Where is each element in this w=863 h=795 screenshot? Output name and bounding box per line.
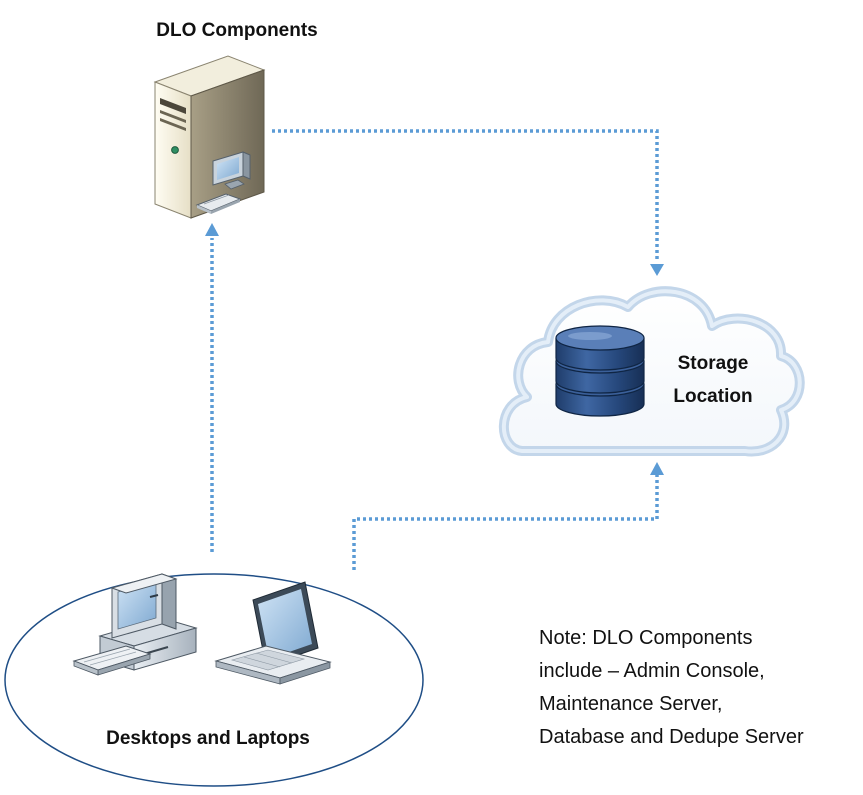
storage-label-line2: Location [673,386,752,407]
database-icon [555,325,645,417]
arrowhead-into-storage-top [650,264,664,276]
note-line-2: include – Admin Console, [539,660,765,682]
note-line-3: Maintenance Server, [539,693,722,715]
cloud-icon [498,286,805,457]
clients-label: Desktops and Laptops [106,728,310,749]
arrowhead-into-storage-bottom [650,462,664,475]
desktop-computer-icon [72,573,198,676]
connector-clients-to-storage [352,472,659,570]
note-text: Note: DLO Components include – Admin Con… [539,627,804,748]
clients-group-ellipse [4,573,424,787]
diagram-title: DLO Components [156,20,318,41]
connectors [210,129,659,570]
connector-server-to-storage [272,129,659,262]
laptop-icon [214,581,332,685]
arrowhead-into-server [205,223,219,236]
storage-label-line1: Storage [678,353,749,374]
server-tower-icon [153,55,266,219]
note-line-4: Database and Dedupe Server [539,726,804,748]
note-line-1: Note: DLO Components [539,627,752,649]
